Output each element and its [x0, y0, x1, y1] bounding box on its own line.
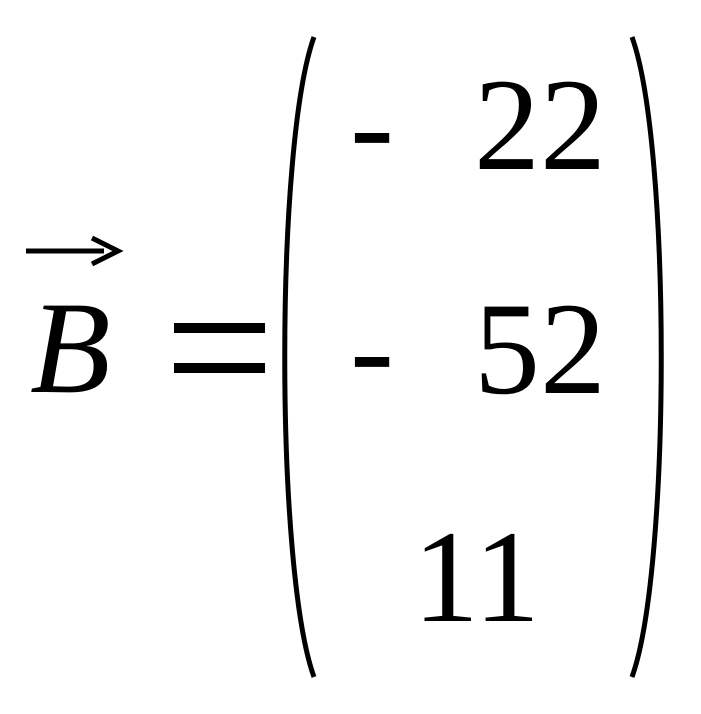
matrix-row: - 22 [350, 51, 606, 198]
component-value: 52 [474, 275, 606, 422]
left-parenthesis [282, 36, 317, 678]
matrix-row: - 52 [350, 275, 606, 422]
component-sign: - [350, 275, 394, 422]
right-arrow-icon [26, 235, 124, 267]
vector-symbol: B [30, 274, 111, 421]
component-value: 11 [413, 503, 540, 650]
right-parenthesis [629, 36, 664, 678]
matrix-row: 11 [413, 503, 540, 650]
equals-sign [174, 323, 265, 373]
component-sign: - [350, 51, 394, 198]
component-value: 22 [474, 51, 606, 198]
